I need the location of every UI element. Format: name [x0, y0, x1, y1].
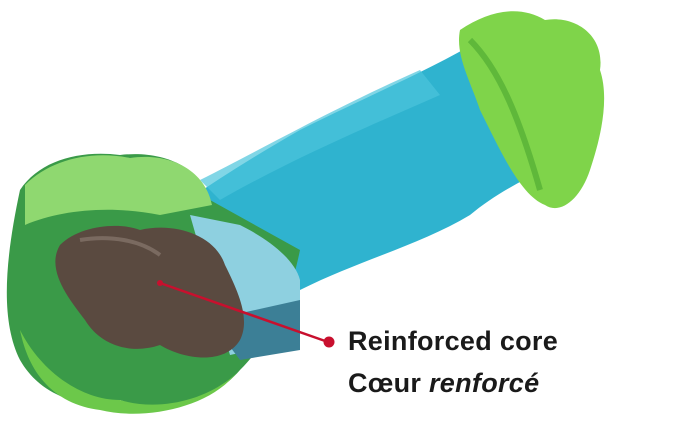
right-end-cap — [459, 11, 605, 209]
reinforced-core — [55, 225, 245, 358]
callout-label-french: Cœur renforcé — [348, 368, 539, 399]
callout-dot — [323, 336, 335, 348]
french-word-2: renforcé — [429, 368, 540, 398]
callout-line — [159, 281, 329, 344]
french-word-1: Cœur — [348, 368, 422, 398]
callout-dot-start — [157, 280, 163, 286]
callout-label-english: Reinforced core — [348, 326, 559, 356]
